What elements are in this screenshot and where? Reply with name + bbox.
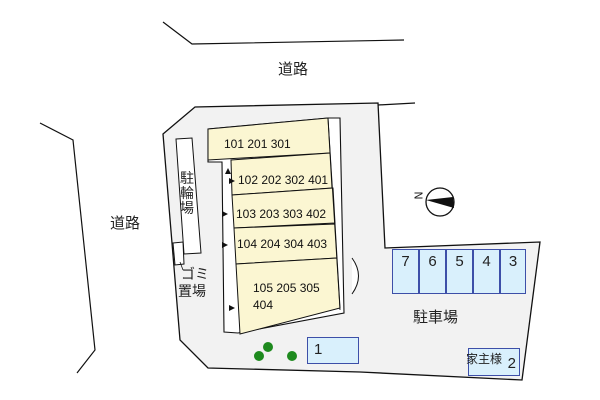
unit-row-4: 104 204 304 403	[237, 237, 328, 251]
parking-slot-6: 6	[419, 249, 446, 294]
unit-row-5: 105 205 305	[253, 281, 320, 295]
compass-north-label: N	[411, 191, 425, 200]
garbage-area-label: 置場	[178, 284, 206, 300]
unit-row-2: 102 202 302 401	[238, 173, 329, 187]
road-left-label: 道路	[110, 214, 141, 232]
unit-row-1: 101 201 301	[224, 137, 291, 151]
bicycle-parking-label: 駐輪場	[180, 171, 194, 217]
parking-slot-1: 1	[307, 337, 359, 364]
unit-row-5-line2: 404	[253, 298, 274, 312]
parking-slot-2: 2	[468, 348, 520, 376]
parking-slot-5: 5	[446, 249, 473, 294]
parking-slot-3: 3	[500, 249, 526, 294]
road-top-edge	[162, 21, 405, 45]
road-top-label: 道路	[278, 60, 309, 78]
unit-row-3: 103 203 303 402	[236, 207, 327, 221]
parking-lot-label: 駐車場	[413, 308, 459, 326]
road-left-edge	[39, 122, 96, 374]
garbage-area-label: ゴミ	[181, 267, 209, 283]
owner-label: 家主様	[466, 352, 503, 366]
parking-slot-4: 4	[473, 249, 500, 294]
parking-slot-7: 7	[392, 249, 419, 294]
